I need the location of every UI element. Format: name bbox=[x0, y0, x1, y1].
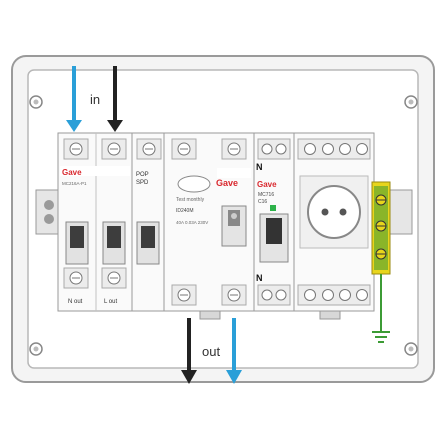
mounting-hole-icon bbox=[404, 95, 418, 109]
in-label: in bbox=[90, 92, 100, 107]
neutral-bottom-label: N bbox=[256, 273, 263, 283]
screw-terminal-icon bbox=[101, 267, 127, 289]
mcb-single-brand: Gave bbox=[257, 180, 277, 189]
mcb-single-rating: C16 bbox=[258, 199, 267, 205]
arrow-down-icon bbox=[107, 120, 123, 132]
earth-symbol-icon bbox=[372, 331, 390, 343]
terminals-top bbox=[63, 138, 371, 160]
screw-terminal-icon bbox=[101, 138, 127, 160]
screw-terminal-icon bbox=[171, 284, 197, 306]
terminals-bottom: N out L out bbox=[63, 267, 371, 306]
mcb-single: N Gave MC716 C16 N bbox=[256, 162, 289, 283]
mounting-hole-icon bbox=[404, 342, 418, 356]
screw-terminal-icon bbox=[171, 138, 197, 160]
screw-terminal-icon bbox=[63, 138, 89, 160]
l-out-label: L out bbox=[104, 299, 117, 305]
n-out-label: N out bbox=[68, 299, 83, 305]
screw-terminal-icon bbox=[221, 284, 247, 306]
screw-terminal-icon bbox=[297, 138, 371, 160]
mcb-pair-brand: Gave bbox=[62, 168, 82, 177]
earth-wire bbox=[372, 274, 390, 343]
screw-terminal-icon bbox=[297, 284, 371, 306]
screw-terminal-icon bbox=[63, 267, 89, 289]
output-wires: out bbox=[181, 318, 242, 384]
mounting-hole-icon bbox=[29, 342, 43, 356]
screw-terminal-icon bbox=[136, 138, 162, 160]
rcd-test-text: Test monthly bbox=[176, 197, 205, 203]
screw-terminal-icon bbox=[257, 138, 291, 160]
spd: POP SPD bbox=[136, 172, 160, 265]
mcb-pair-model: MC216A-P1 bbox=[62, 181, 87, 186]
screw-terminal-icon bbox=[221, 138, 247, 160]
mounting-hole-icon bbox=[29, 95, 43, 109]
input-wires: in bbox=[66, 66, 123, 132]
din-clips bbox=[199, 310, 341, 320]
screw-terminal-icon bbox=[257, 284, 291, 306]
rcd-model: ID240M bbox=[176, 208, 194, 214]
rcd-specs: 40A 0.03A 230V bbox=[176, 220, 208, 225]
spd-subtitle: SPD bbox=[136, 180, 149, 186]
rcd: Test monthly ID240M 40A 0.03A 230V Gave bbox=[176, 168, 251, 247]
arrow-down-icon bbox=[66, 120, 82, 132]
rcd-brand: Gave bbox=[216, 178, 238, 188]
spd-title: POP bbox=[136, 172, 149, 178]
mcb-single-model: MC716 bbox=[258, 192, 274, 198]
neutral-top-label: N bbox=[256, 162, 263, 172]
mcb-pair: Gave MC216A-P1 bbox=[60, 166, 130, 265]
socket-icon bbox=[299, 175, 369, 249]
arrow-down-icon bbox=[226, 370, 242, 384]
earth-terminal bbox=[371, 181, 391, 275]
arrow-down-icon bbox=[181, 370, 197, 384]
out-label: out bbox=[202, 344, 220, 359]
